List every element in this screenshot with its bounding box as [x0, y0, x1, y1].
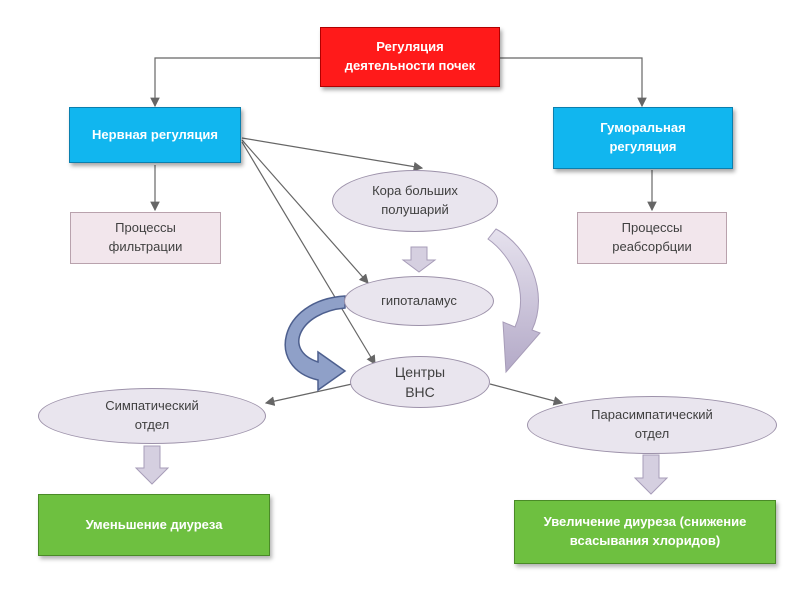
curved-arrow-hypothalamus-ans	[284, 295, 347, 392]
node-reabsorption-processes: Процессы реабсорбции	[577, 212, 727, 264]
connector-ans-sympathetic	[264, 383, 353, 406]
node-diuresis-decrease: Уменьшение диуреза	[38, 494, 270, 556]
connector-ans-parasympathetic	[489, 383, 564, 406]
connector-root-humoral	[500, 57, 647, 108]
node-sympathetic-division: Симпатический отдел	[38, 388, 266, 444]
node-hypothalamus-label: гипоталамус	[381, 292, 457, 308]
connector-nervous-ans	[241, 141, 376, 366]
node-cerebral-cortex: Кора больших полушарий	[332, 170, 498, 232]
node-diuresis-increase: Увеличение диуреза (снижение всасывания …	[514, 500, 776, 564]
block-arrow-sympathetic-decrease	[134, 445, 170, 485]
node-filtration-processes-label: Процессы фильтрации	[108, 220, 183, 254]
node-parasympathetic-division-label: Парасимпатический отдел	[591, 407, 713, 441]
node-ans-centers: Центры ВНС	[350, 356, 490, 408]
node-regulation-of-kidneys: Регуляция деятельности почек	[320, 27, 500, 87]
block-arrow-cortex-hypothalamus	[401, 246, 437, 273]
node-reabsorption-processes-label: Процессы реабсорбции	[612, 220, 692, 254]
node-filtration-processes: Процессы фильтрации	[70, 212, 221, 264]
connector-root-nervous	[150, 57, 320, 108]
node-regulation-of-kidneys-label: Регуляция деятельности почек	[344, 39, 476, 73]
node-nervous-regulation: Нервная регуляция	[69, 107, 241, 163]
curved-arrow-cortex-ans	[487, 228, 541, 374]
connector-nervous-hypothalamus	[241, 139, 369, 284]
node-diuresis-decrease-label: Уменьшение диуреза	[85, 516, 223, 532]
node-hypothalamus: гипоталамус	[344, 276, 494, 326]
node-ans-centers-label: Центры ВНС	[394, 363, 446, 400]
node-parasympathetic-division: Парасимпатический отдел	[527, 396, 777, 454]
block-arrow-parasympathetic-increase	[633, 454, 669, 495]
node-cerebral-cortex-label: Кора больших полушарий	[372, 183, 458, 217]
node-humoral-regulation-label: Гуморальная регуляция	[600, 120, 686, 154]
connector-nervous-cortex	[241, 137, 424, 172]
node-sympathetic-division-label: Симпатический отдел	[105, 398, 199, 432]
node-humoral-regulation: Гуморальная регуляция	[553, 107, 733, 169]
node-diuresis-increase-label: Увеличение диуреза (снижение всасывания …	[543, 514, 747, 548]
node-nervous-regulation-label: Нервная регуляция	[92, 126, 218, 142]
